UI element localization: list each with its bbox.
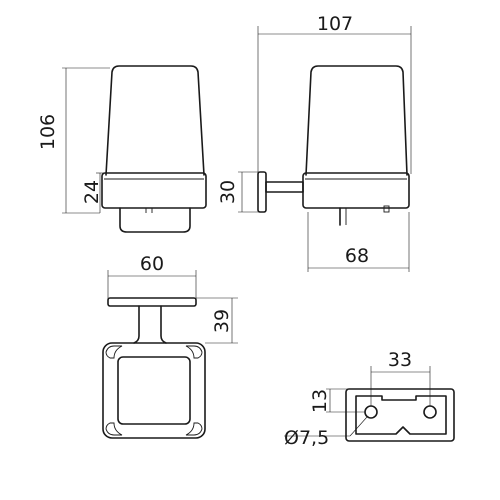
dimension-bracket-depth: 39 [196, 297, 238, 344]
front-view-bottom-tray [119, 207, 191, 233]
mounting-hole-left [364, 405, 378, 419]
dimension-hole-diameter-label: Ø7,5 [284, 427, 329, 449]
side-view-arm [265, 181, 304, 193]
dimension-hole-spacing: 33 [370, 349, 431, 406]
front-view [101, 65, 207, 233]
side-view-cup [305, 65, 408, 176]
dimension-plate-width-label: 60 [140, 253, 164, 275]
top-view-wall-plate [107, 297, 197, 307]
dimension-mount-height: 30 [217, 171, 260, 213]
dimension-hole-spacing-label: 33 [388, 349, 412, 371]
dimension-total-height: 106 [37, 67, 110, 214]
wall-plate-detail [345, 388, 455, 442]
front-view-holder-band [101, 172, 207, 209]
dimension-depth-label: 68 [345, 245, 369, 267]
dimension-base-height-label: 24 [81, 180, 103, 204]
dimension-hole-offset: 13 [309, 388, 365, 413]
side-view [257, 65, 410, 226]
mounting-hole-right [423, 405, 437, 419]
dimension-mount-height-label: 30 [217, 180, 239, 204]
wall-plate-outer [345, 388, 455, 442]
dimension-hole-diameter: Ø7,5 [284, 416, 368, 449]
top-view-arm [133, 305, 167, 344]
dimension-plate-width: 60 [107, 253, 197, 300]
side-view-wall-flange [257, 171, 267, 213]
dimension-base-height: 24 [81, 172, 104, 213]
top-view-holder-outer [102, 342, 206, 439]
wall-plate-inner [355, 395, 447, 435]
dimension-bracket-depth-label: 39 [211, 309, 233, 333]
front-view-cup [105, 65, 205, 176]
dimension-depth: 68 [307, 212, 410, 272]
dimension-total-width-label: 107 [317, 13, 353, 35]
side-view-holder-band [302, 172, 410, 209]
dimension-total-height-label: 106 [37, 114, 59, 150]
top-view-holder-inner [117, 356, 191, 425]
top-view [102, 297, 206, 439]
dimension-hole-offset-label: 13 [309, 389, 331, 413]
dimension-total-width: 107 [257, 13, 412, 174]
